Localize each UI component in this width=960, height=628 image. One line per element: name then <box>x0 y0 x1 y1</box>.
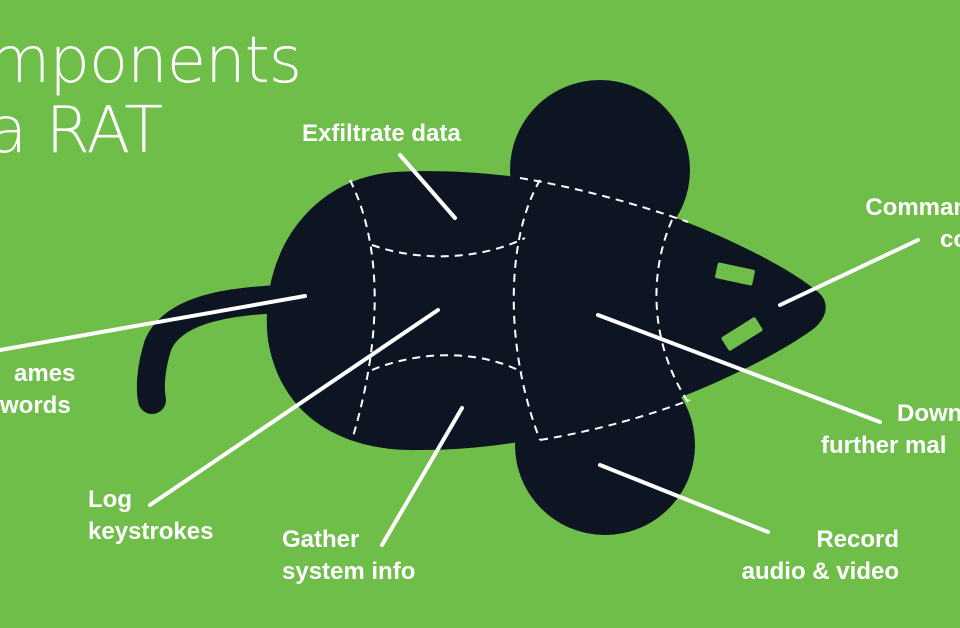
title-line-1: mponents <box>0 24 302 98</box>
rat-eye-bottom <box>721 317 763 351</box>
pointer-gather <box>380 406 464 547</box>
pointer-command <box>778 238 920 307</box>
label-download: Down <box>897 400 960 427</box>
rat-body <box>266 171 826 451</box>
rat-segment-lines <box>349 177 691 441</box>
label-record: Record audio & video <box>741 526 899 585</box>
pointer-lines <box>0 153 920 547</box>
pointer-record <box>598 463 770 534</box>
pointer-exfiltrate <box>398 153 457 220</box>
title-line-2: a RAT <box>0 94 163 168</box>
rat-eye-top <box>715 262 755 286</box>
diagram-title: mponents a RAT <box>0 24 302 168</box>
label-log: Log keystrokes <box>88 486 214 545</box>
pointer-log <box>148 308 440 507</box>
label-gather: Gather system info <box>282 526 416 585</box>
label-usernames: ames words <box>0 360 76 419</box>
label-command: Comman co <box>865 194 960 253</box>
label-download-line2: further mal <box>821 432 947 459</box>
pointer-download <box>596 313 882 424</box>
label-exfiltrate: Exfiltrate data <box>302 120 461 147</box>
rat-tail <box>136 284 319 414</box>
pointer-usernames <box>0 294 307 352</box>
